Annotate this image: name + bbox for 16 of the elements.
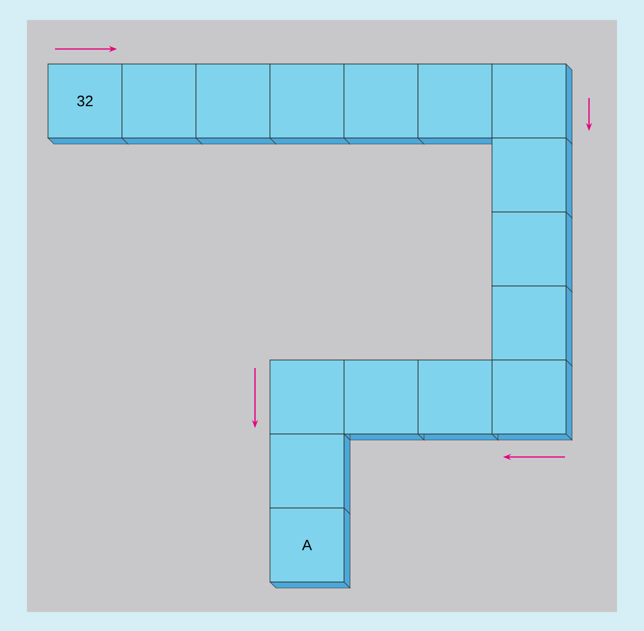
cube bbox=[270, 434, 344, 508]
cube bbox=[418, 64, 492, 138]
cube bbox=[270, 360, 344, 434]
labeled-cube: A bbox=[270, 508, 344, 582]
cube bbox=[270, 64, 344, 138]
cube bbox=[492, 64, 566, 138]
labeled-cube: 32 bbox=[48, 64, 122, 138]
cube bbox=[344, 64, 418, 138]
cube bbox=[492, 360, 566, 434]
cube bbox=[196, 64, 270, 138]
cube bbox=[492, 138, 566, 212]
cube bbox=[344, 360, 418, 434]
cube bbox=[418, 360, 492, 434]
cube bbox=[492, 286, 566, 360]
cube bbox=[122, 64, 196, 138]
cube bbox=[492, 212, 566, 286]
